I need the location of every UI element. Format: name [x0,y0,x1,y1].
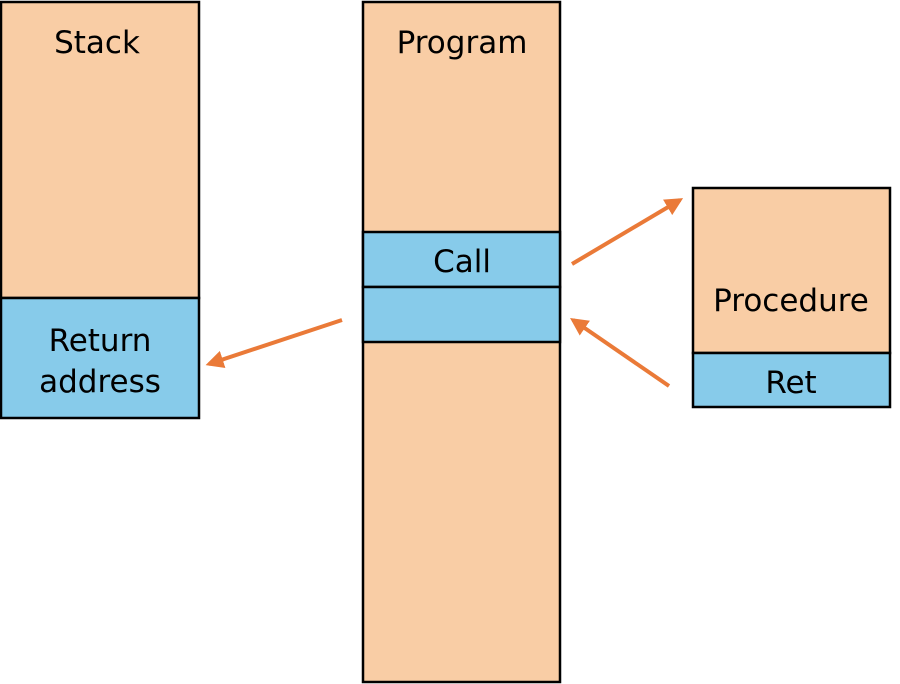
procedure-body [691,186,892,355]
procedure-ret-slot [691,351,892,409]
arrow-program-to-stack [205,318,343,369]
arrow-ret-to-program [570,317,671,388]
program-next-instruction-slot [361,285,562,344]
stack-body [0,0,201,300]
stack-title: Stack [54,25,140,61]
procedure-ret-label: Ret [765,365,816,401]
program-column: Program Call [361,0,562,684]
program-call-slot [361,230,562,289]
stack-slot-line1: Return [49,323,152,359]
procedure-title: Procedure [713,283,869,319]
stack-return-address-slot [0,296,201,420]
stack-slot-line2: address [39,364,161,400]
program-title: Program [397,25,528,61]
stack-column: Stack Return address [0,0,201,420]
procedure-box: Procedure Ret [691,186,892,409]
program-call-label: Call [433,244,491,280]
arrow-call-to-procedure [570,198,684,266]
